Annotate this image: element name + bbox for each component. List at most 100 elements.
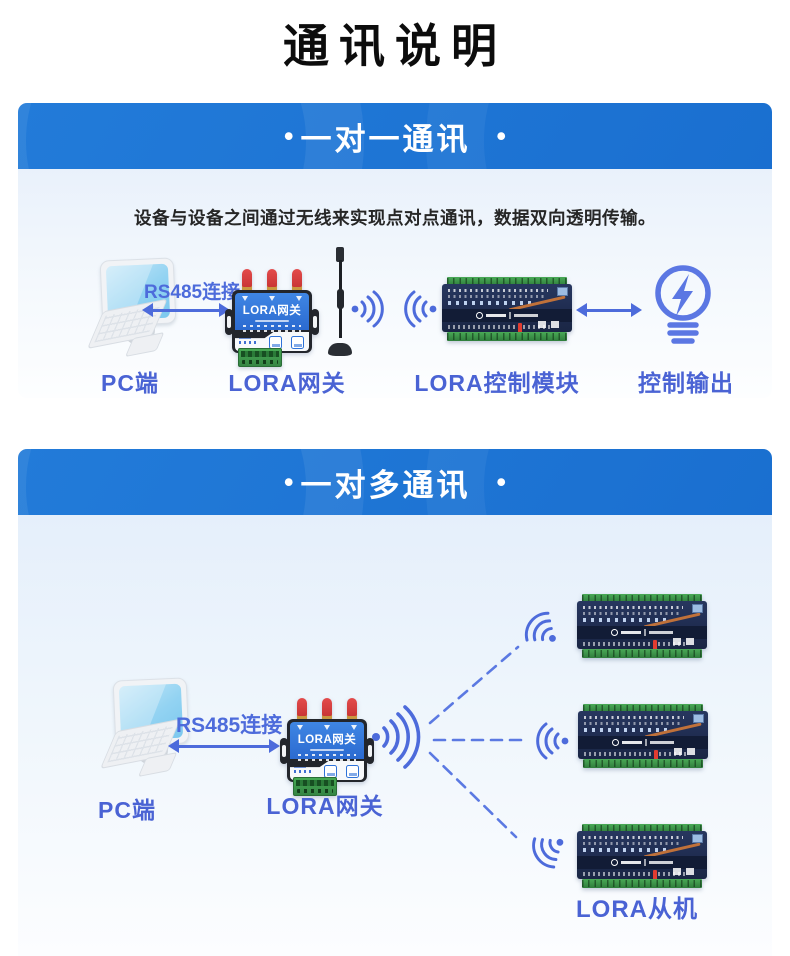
antenna-connector xyxy=(267,269,277,292)
brand-separator xyxy=(509,312,511,319)
antenna-base xyxy=(328,343,352,356)
page-title: 通讯说明 xyxy=(283,20,507,72)
gateway-spec-row xyxy=(243,329,301,332)
bullet-icon: • xyxy=(496,466,506,497)
gateway-front-panel: LORA网关 xyxy=(290,722,364,761)
lora-slave-device xyxy=(577,594,707,658)
lora-module-device xyxy=(442,277,572,341)
red-component xyxy=(518,323,522,332)
decor-row xyxy=(448,289,548,292)
brand-logo-icon xyxy=(611,629,619,636)
brand-separator xyxy=(644,859,646,866)
section-two-heading: 一对多通讯 xyxy=(300,467,471,503)
arrow-left-head xyxy=(168,739,179,753)
brand-band xyxy=(578,736,708,749)
terminal-strip xyxy=(583,704,703,713)
decor-row xyxy=(584,722,680,725)
port-icons xyxy=(674,748,700,755)
antenna-marks xyxy=(235,293,309,301)
rs485-double-arrow xyxy=(168,739,280,753)
brand-logo-icon xyxy=(612,739,620,746)
bullet-icon: • xyxy=(496,120,506,151)
section-one-heading: 一对一通讯 xyxy=(300,121,471,157)
model-text-decor xyxy=(648,861,673,864)
arrow-left-head xyxy=(576,303,587,317)
whip-antenna xyxy=(328,247,352,356)
decor-row xyxy=(583,642,687,646)
lora-slave-device xyxy=(577,824,707,888)
brand-logo-icon xyxy=(476,312,484,319)
section-one-body: 设备与设备之间通过无线来实现点对点通讯，数据双向透明传输。 RS485连接 xyxy=(18,169,772,398)
decor-row xyxy=(584,716,684,719)
brand-text-decor xyxy=(486,314,507,317)
address-chip xyxy=(692,834,703,843)
model-text-decor xyxy=(649,741,674,744)
section-one-to-one: • 一对一通讯 • 设备与设备之间通过无线来实现点对点通讯，数据双向透明传输。 … xyxy=(18,103,772,398)
led-row xyxy=(448,301,536,305)
port-icons xyxy=(673,638,699,645)
gateway-subtitle-decor xyxy=(310,749,344,751)
wifi-signal-in-icon xyxy=(532,837,564,869)
module-body xyxy=(577,831,707,879)
pc-monitor-icon xyxy=(98,677,192,779)
output-double-arrow xyxy=(576,303,642,317)
decor-row xyxy=(448,295,544,298)
address-chip xyxy=(693,714,704,723)
gateway-device-title: LORA网关 xyxy=(242,305,302,317)
terminal-strip xyxy=(582,879,702,888)
decor-row xyxy=(583,836,683,839)
arrow-right-head xyxy=(631,303,642,317)
brand-text-decor xyxy=(622,741,643,744)
lora-gateway-device: LORA网关 xyxy=(280,698,374,796)
terminal-strip xyxy=(447,277,567,286)
decor-row xyxy=(584,752,688,756)
module-body xyxy=(442,284,572,332)
node-label-gateway: LORA网关 xyxy=(266,793,384,819)
brand-logo-icon xyxy=(611,859,619,866)
red-component xyxy=(654,750,658,759)
arrow-shaft xyxy=(585,308,633,312)
decor-row xyxy=(583,606,683,609)
usb-port-icon xyxy=(291,336,304,349)
node-label-gateway: LORA网关 xyxy=(228,370,346,396)
node-label-module: LORA控制模块 xyxy=(414,370,580,396)
terminal-block xyxy=(293,777,337,796)
arrow-shaft xyxy=(151,308,221,312)
terminal-block xyxy=(238,348,282,367)
brand-band xyxy=(577,626,707,639)
antenna-mark-icon xyxy=(297,725,303,730)
led-row xyxy=(584,728,672,732)
antenna-mark-icon xyxy=(296,296,302,301)
wifi-signal-out-icon xyxy=(351,290,384,328)
mounting-flange xyxy=(225,309,233,335)
antenna-cap xyxy=(336,247,344,262)
rs485-connection-label: RS485连接 xyxy=(144,282,241,303)
lora-gateway-device: LORA网关 xyxy=(225,269,319,367)
gateway-body: LORA网关 xyxy=(287,719,367,782)
brand-separator xyxy=(644,629,646,636)
arrow-right-head xyxy=(269,739,280,753)
module-body xyxy=(578,711,708,759)
antenna-connector xyxy=(297,698,307,721)
module-body xyxy=(577,601,707,649)
bullet-icon: • xyxy=(284,466,294,497)
gateway-spec-row xyxy=(298,758,356,761)
antenna-connector xyxy=(242,269,252,292)
terminal-strip xyxy=(447,332,567,341)
terminal-strip xyxy=(582,594,702,603)
gateway-spec-row xyxy=(298,753,356,756)
mounting-flange xyxy=(311,309,319,335)
wifi-broadcast-icon xyxy=(372,705,421,769)
model-text-decor xyxy=(513,314,538,317)
antenna-connector xyxy=(347,698,357,721)
section-two-header: • 一对多通讯 • xyxy=(18,449,772,515)
power-marking xyxy=(294,765,314,773)
antenna-connector xyxy=(292,269,302,292)
arrow-shaft xyxy=(177,744,271,748)
address-chip xyxy=(692,604,703,613)
model-text-decor xyxy=(648,631,673,634)
decor-row xyxy=(583,872,687,876)
node-label-output: 控制输出 xyxy=(638,370,734,396)
usb-port-icon xyxy=(346,765,359,778)
